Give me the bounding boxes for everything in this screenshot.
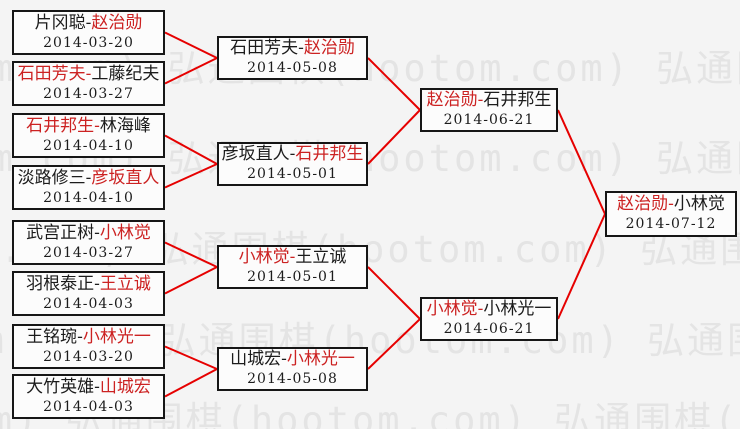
player-name: 工藤纪夫 — [91, 63, 160, 84]
bracket-connector-line — [164, 134, 218, 165]
bracket-connector-line — [164, 368, 218, 398]
match-date: 2014-04-10 — [43, 189, 134, 206]
match-date: 2014-04-03 — [43, 295, 134, 312]
player-name: 彦坂直人- — [221, 144, 296, 164]
player-name: 林海峰 — [99, 115, 151, 136]
match-date: 2014-06-21 — [443, 112, 535, 128]
player-name: 淡路修三- — [17, 167, 92, 188]
winner-name: 小林觉- — [238, 247, 296, 267]
bracket-connector-line — [367, 57, 421, 111]
winner-name: 小林光一 — [286, 349, 355, 369]
winner-name: 赵治勋 — [303, 38, 355, 58]
match-title: 片冈聪-赵治勋 — [35, 13, 143, 34]
match-date: 2014-05-08 — [247, 60, 338, 76]
match-title: 小林觉-王立诚 — [239, 247, 347, 268]
winner-name: 赵治勋- — [617, 194, 674, 214]
winner-name: 石井邦生- — [26, 115, 100, 136]
bracket-connector-line — [164, 57, 218, 85]
player-name: 山城宏- — [230, 349, 287, 369]
winner-name: 彦坂直人 — [91, 167, 160, 188]
winner-name: 小林觉- — [426, 299, 484, 319]
player-name: 羽根泰正- — [26, 273, 100, 294]
match-title: 石田芳夫-工藤纪夫 — [18, 64, 160, 85]
match-title: 赵治勋-石井邦生 — [427, 90, 552, 111]
match-title: 彦坂直人-石井邦生 — [222, 144, 364, 165]
bracket-connector-line — [164, 345, 218, 370]
bracket-connector-line — [557, 109, 606, 215]
bracket-connector-line — [557, 213, 606, 320]
match-title: 石井邦生-林海峰 — [26, 116, 151, 137]
player-name: 王铭琬- — [26, 326, 83, 347]
winner-name: 赵治勋- — [426, 90, 484, 110]
match-date: 2014-04-10 — [43, 137, 134, 154]
match-date: 2014-04-03 — [43, 398, 134, 415]
match-date: 2014-05-08 — [247, 371, 338, 387]
match-date: 2014-03-27 — [43, 85, 134, 102]
bracket-connector-line — [164, 163, 218, 189]
winner-name: 小林光一 — [82, 326, 151, 347]
match-date: 2014-03-27 — [43, 244, 134, 261]
player-name: 小林光一 — [483, 299, 552, 319]
player-name: 片冈聪- — [34, 12, 92, 33]
match-date: 2014-06-21 — [443, 321, 535, 337]
winner-name: 王立诚 — [99, 273, 151, 294]
match-title: 淡路修三-彦坂直人 — [18, 168, 160, 189]
winner-name: 山城宏 — [99, 376, 151, 397]
player-name: 大竹英雄- — [26, 376, 100, 397]
match-title: 小林觉-小林光一 — [427, 299, 552, 320]
bracket-connector-line — [367, 109, 421, 165]
bracket-connector-line — [164, 266, 218, 295]
bracket-connector-line — [164, 31, 218, 59]
winner-name: 石井邦生 — [295, 144, 364, 164]
match-date: 2014-07-12 — [625, 216, 717, 232]
player-name: 小林觉 — [673, 194, 725, 214]
bracket-connector-line — [367, 318, 421, 370]
match-date: 2014-05-01 — [247, 166, 338, 182]
player-name: 石田芳夫- — [230, 38, 304, 58]
match-title: 武宫正树-小林觉 — [26, 223, 151, 244]
player-name: 王立诚 — [295, 247, 347, 267]
winner-name: 小林觉 — [99, 222, 151, 243]
bracket-connector-line — [164, 241, 218, 268]
match-title: 赵治勋-小林觉 — [617, 194, 725, 215]
player-name: 石井邦生 — [483, 90, 552, 110]
bracket-connector-line — [367, 266, 421, 320]
match-title: 大竹英雄-山城宏 — [26, 377, 151, 398]
match-title: 王铭琬-小林光一 — [26, 327, 151, 348]
match-date: 2014-03-20 — [43, 348, 134, 365]
winner-name: 赵治勋 — [91, 12, 143, 33]
winner-name: 石田芳夫- — [17, 63, 92, 84]
player-name: 武宫正树- — [26, 222, 100, 243]
match-title: 山城宏-小林光一 — [230, 349, 355, 370]
match-date: 2014-05-01 — [247, 269, 338, 285]
match-date: 2014-03-20 — [43, 34, 134, 51]
match-title: 羽根泰正-王立诚 — [26, 274, 151, 295]
match-title: 石田芳夫-赵治勋 — [230, 38, 355, 59]
